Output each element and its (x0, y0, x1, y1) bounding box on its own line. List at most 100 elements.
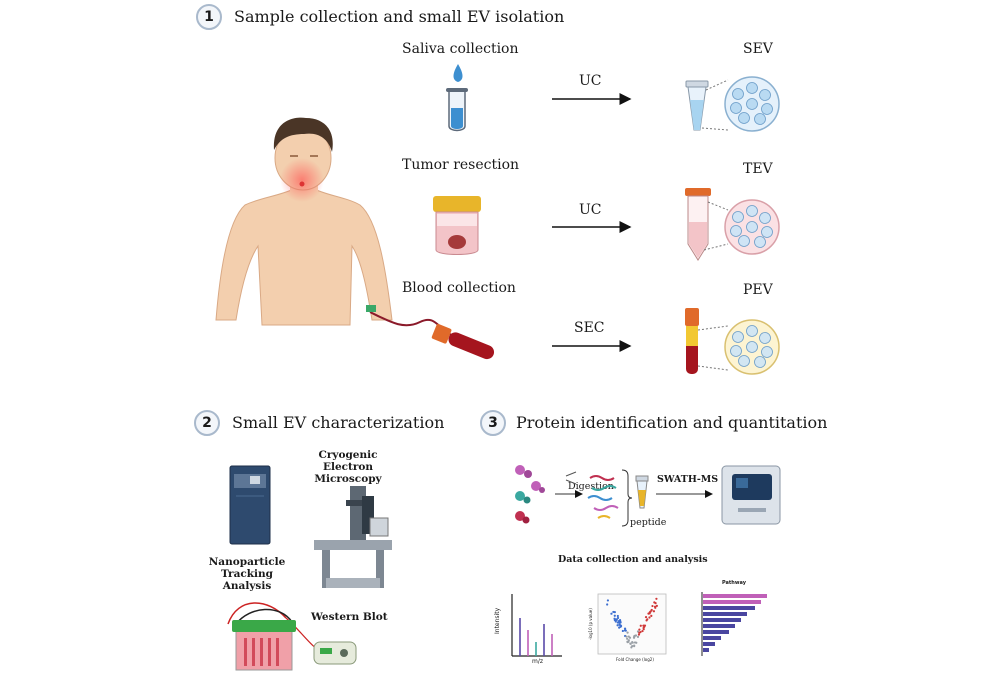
peptides-icon (587, 475, 619, 519)
volcano-plot (597, 593, 667, 655)
section-3-title: Protein identification and quantitation (516, 413, 828, 432)
nta-instrument-icon (229, 465, 271, 545)
volcano-point (641, 629, 644, 633)
spectrum-x-label: m/z (532, 658, 544, 665)
volcano-x-label: Fold Change (log2) (616, 657, 654, 662)
pathway-bar (703, 594, 767, 598)
vesicle-particle (732, 331, 744, 343)
vesicle-particle (730, 345, 742, 357)
volcano-point (618, 623, 621, 626)
volcano-point (626, 637, 629, 640)
data-analysis-title: Data collection and analysis (558, 554, 708, 565)
protein-cluster-icon (515, 465, 545, 524)
swath-ms-label: SWATH-MS (657, 474, 719, 485)
volcano-point (647, 612, 650, 615)
volcano-point (623, 627, 627, 630)
pathway-bar (703, 624, 735, 628)
volcano-point (630, 646, 633, 649)
volcano-point (613, 614, 616, 617)
vesicle-particle (730, 102, 742, 114)
volcano-point (639, 624, 642, 627)
volcano-point (616, 614, 619, 618)
vesicle-particle (761, 346, 773, 358)
volcano-point (606, 599, 610, 602)
volcano-point (625, 635, 628, 638)
volcano-point (617, 619, 621, 623)
volcano-point (633, 644, 636, 647)
pathway-bar (703, 636, 721, 640)
saliva-collection-label: Saliva collection (402, 41, 519, 57)
volcano-point (612, 610, 615, 614)
peptide-tube-icon (635, 475, 649, 509)
sec-method-label: SEC (574, 320, 605, 336)
tev-vesicle-icon (685, 188, 780, 261)
blood-collection-label: Blood collection (402, 280, 516, 296)
section-2-number: 2 (194, 410, 220, 436)
volcano-point (606, 603, 609, 606)
pathway-bar (703, 606, 755, 610)
volcano-point (616, 624, 619, 627)
volcano-point (653, 605, 657, 608)
spectrum-y-label: Intensity (494, 607, 501, 634)
volcano-point (619, 621, 622, 624)
section-1-number: 1 (196, 4, 222, 30)
volcano-point (626, 641, 629, 644)
volcano-point (638, 631, 641, 634)
vesicle-particle (746, 221, 758, 233)
volcano-point (638, 628, 641, 631)
pathway-bar (703, 612, 747, 616)
volcano-point (631, 641, 634, 644)
vesicle-particle (730, 225, 742, 237)
pathway-bar (703, 642, 715, 646)
volcano-point (623, 629, 627, 632)
pev-label: PEV (743, 282, 773, 298)
volcano-point (651, 604, 654, 608)
volcano-point (616, 616, 620, 620)
uc-method-label-1: UC (579, 73, 602, 89)
volcano-y-label: -log10 (p value) (588, 608, 593, 640)
vesicle-particle (761, 226, 773, 238)
volcano-point (635, 641, 638, 644)
vesicle-particle (759, 212, 771, 224)
volcano-point (634, 634, 637, 637)
saliva-tube-icon (446, 64, 468, 132)
vesicle-particle (746, 325, 758, 337)
mass-spectrometer-icon (721, 465, 781, 525)
section-1-title: Sample collection and small EV isolation (234, 7, 565, 26)
pathway-bar-chart (701, 592, 767, 656)
nta-label: Nanoparticle Tracking Analysis (208, 556, 286, 592)
volcano-point (642, 628, 645, 631)
pathway-bar (703, 618, 741, 622)
vesicle-particle (754, 236, 766, 248)
volcano-point (649, 610, 652, 613)
vesicle-particle (746, 82, 758, 94)
vesicle-particle (754, 113, 766, 125)
tumor-jar-icon (433, 196, 481, 255)
volcano-point (637, 633, 641, 636)
volcano-point (629, 642, 632, 645)
volcano-point (652, 610, 656, 613)
volcano-point (636, 635, 640, 638)
peptide-label: peptide (630, 517, 667, 528)
vesicle-particle (761, 103, 773, 115)
patient-figure-icon (215, 117, 393, 326)
vesicle-particle (746, 98, 758, 110)
vesicle-particle (738, 112, 750, 124)
vesicle-particle (746, 341, 758, 353)
pathway-bar (703, 600, 761, 604)
western-blot-label: Western Blot (311, 611, 388, 623)
volcano-point (626, 631, 629, 634)
volcano-point (615, 618, 618, 621)
volcano-point (644, 615, 648, 619)
section-2-title: Small EV characterization (232, 413, 445, 432)
volcano-point (646, 618, 649, 621)
pathway-title: Pathway (722, 580, 746, 586)
volcano-point (654, 602, 657, 605)
vesicle-particle (746, 205, 758, 217)
vesicle-particle (754, 356, 766, 368)
volcano-point (642, 624, 645, 627)
blood-sample-tube-icon (431, 323, 495, 360)
cryo-em-microscope-icon (314, 486, 392, 588)
